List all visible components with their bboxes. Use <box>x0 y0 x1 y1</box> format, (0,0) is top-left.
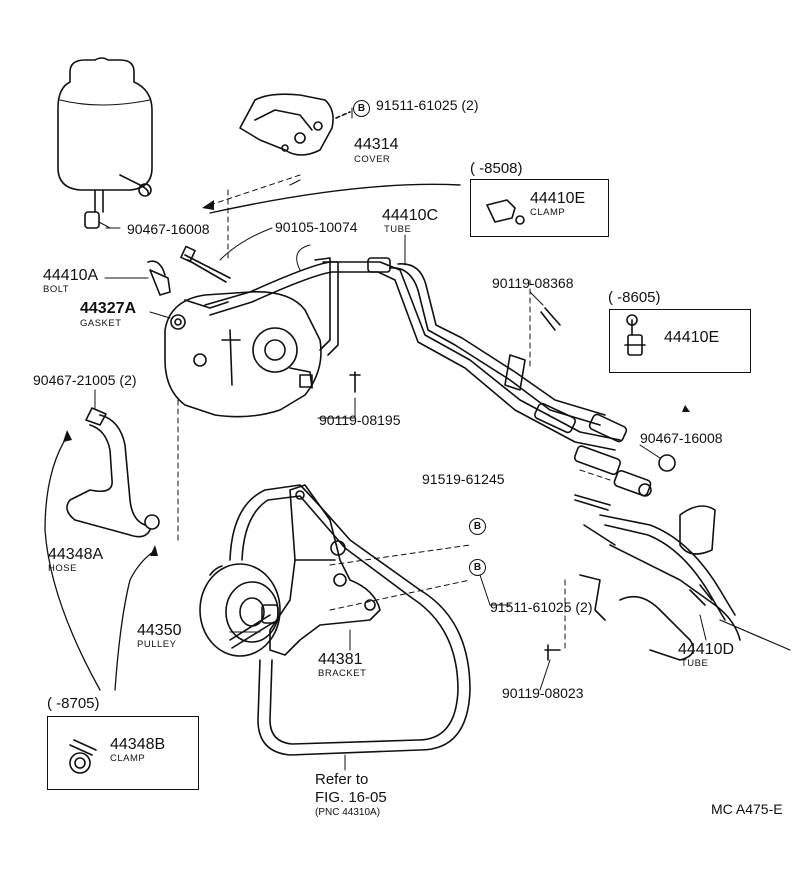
return-line <box>210 180 460 213</box>
figure-code: MC A475-E <box>711 801 783 817</box>
inset-b-part: 44410E <box>664 329 720 346</box>
label-44381-name: BRACKET <box>318 668 367 679</box>
label-90467-21005: 90467-21005 (2) <box>33 372 137 388</box>
label-90119-08195: 90119-08195 <box>319 412 401 428</box>
label-90119-08368: 90119-08368 <box>492 275 574 291</box>
label-90105-10074: 90105-10074 <box>275 219 358 235</box>
inset-a-range: ( -8508) <box>470 160 523 177</box>
pump-bracket <box>270 485 380 655</box>
label-90119-08023: 90119-08023 <box>502 685 584 701</box>
label-44327a: 44327A <box>80 300 137 317</box>
marker-b-top: B <box>353 100 370 117</box>
drive-belt <box>230 485 470 755</box>
label-44348a-name: HOSE <box>48 563 77 574</box>
pump-body <box>165 292 321 417</box>
marker-b-middle-2: B <box>469 559 486 576</box>
label-44350-name: PULLEY <box>137 639 177 650</box>
label-44410c: 44410C <box>382 207 439 224</box>
label-90467-16008-top: 90467-16008 <box>127 221 210 237</box>
return-hose <box>67 408 159 537</box>
label-91519-61245: 91519-61245 <box>422 471 505 487</box>
inset-a-part: 44410E <box>530 190 586 207</box>
label-44314-name: COVER <box>354 154 391 165</box>
clamp-drawings <box>70 200 645 773</box>
bolts <box>148 246 615 660</box>
label-44314: 44314 <box>354 136 399 153</box>
assembly-leaders <box>178 175 610 650</box>
reference-line-1: Refer to <box>315 771 369 788</box>
steering-gear <box>580 506 790 660</box>
label-44327a-name: GASKET <box>80 318 122 329</box>
inset-a-name: CLAMP <box>530 207 566 218</box>
label-44410d: 44410D <box>678 641 735 658</box>
pump-cover <box>240 94 350 155</box>
pressure-tubes <box>205 258 675 497</box>
label-91511-61025-mid: 91511-61025 (2) <box>490 599 593 615</box>
label-44410a-name: BOLT <box>43 284 70 295</box>
label-44348a: 44348A <box>48 546 104 563</box>
marker-b-middle-1: B <box>469 518 486 535</box>
inset-a-box <box>470 179 609 237</box>
inset-c-name: CLAMP <box>110 753 146 764</box>
inset-c-range: ( -8705) <box>47 695 100 712</box>
reference-line-2: FIG. 16-05 <box>315 789 387 806</box>
inset-c-part: 44348B <box>110 736 166 753</box>
label-leaders <box>95 108 706 690</box>
label-90467-16008-right: 90467-16008 <box>640 430 723 446</box>
label-91511-61025-top: 91511-61025 (2) <box>376 97 479 113</box>
inset-b-range: ( -8605) <box>608 289 661 306</box>
label-44381: 44381 <box>318 651 363 668</box>
pulley <box>200 564 280 656</box>
label-44410c-name: TUBE <box>384 224 412 235</box>
reservoir-tank <box>58 58 152 228</box>
label-44410a: 44410A <box>43 267 99 284</box>
label-44350: 44350 <box>137 622 182 639</box>
label-44410d-name: TUBE <box>681 658 709 669</box>
long-leader-arrows <box>45 435 156 690</box>
arrowheads <box>63 200 690 556</box>
reference-line-3: (PNC 44310A) <box>315 807 381 818</box>
inset-c-box <box>47 716 199 790</box>
inset-b-box <box>609 309 751 373</box>
